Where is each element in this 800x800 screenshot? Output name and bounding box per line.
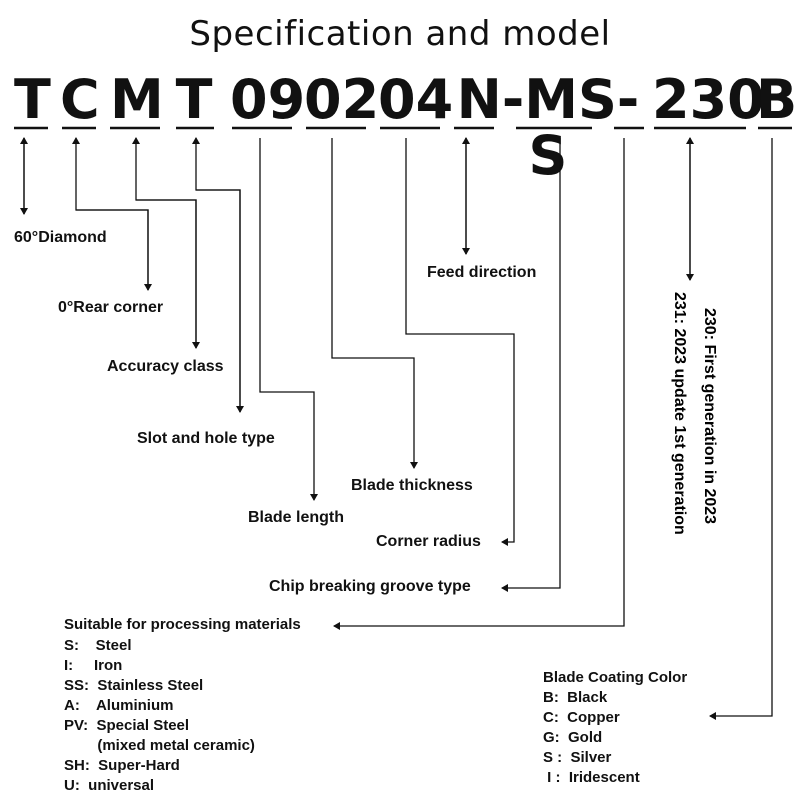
coating-item-copper: C: Copper (543, 709, 620, 726)
materials-item-steel: S: Steel (64, 637, 132, 654)
materials-item-iron: I: Iron (64, 657, 123, 674)
label-rear-corner: 0°Rear corner (58, 299, 164, 316)
leader-rear-corner (72, 137, 149, 290)
materials-item-super-hard: SH: Super-Hard (64, 757, 180, 774)
coating-item-black: B: Black (543, 689, 608, 706)
label-blade-thickness: Blade thickness (351, 477, 473, 494)
diagram-title: Specification and model (189, 14, 611, 54)
label-generation-231: 231: 2023 update 1st generation (671, 292, 688, 535)
leader-materials (333, 138, 625, 630)
code-segment-02: 02 (304, 68, 380, 131)
materials-item-special-steel: PV: Special Steel (64, 717, 190, 734)
coating-item-iridescent: I : Iridescent (543, 769, 640, 786)
code-segment-04: 04 (378, 68, 454, 131)
code-segment-m: M (110, 68, 164, 131)
leader-slot-hole-down (196, 189, 244, 413)
label-blade-length: Blade length (248, 509, 345, 526)
code-segment-230: 230 (652, 68, 765, 131)
leader-blade-thickness (331, 138, 418, 469)
code-segment-t1: T (14, 68, 51, 131)
materials-item-cermet-note: (mixed metal ceramic) (64, 737, 255, 754)
label-corner-radius: Corner radius (376, 533, 481, 550)
code-segment-b: B (756, 68, 798, 131)
label-generation-230: 230: First generation in 2023 (701, 308, 718, 525)
materials-list: S: Steel I: Iron SS: Stainless Steel A: … (64, 636, 255, 796)
leader-corner-radius (405, 138, 515, 546)
label-accuracy-class: Accuracy class (107, 358, 224, 375)
coating-heading: Blade Coating Color (543, 669, 688, 686)
materials-item-aluminium: A: Aluminium (64, 697, 174, 714)
code-segment-t2: T (175, 68, 213, 131)
leader-coating (709, 138, 773, 720)
leader-chip-groove (501, 138, 561, 592)
leader-accuracy-down (136, 199, 200, 349)
coating-list: B: Black C: Copper G: Gold S : Silver I … (543, 688, 640, 788)
label-feed-direction: Feed direction (427, 264, 537, 281)
leader-rear-corner-down (76, 209, 152, 291)
label-diamond: 60°Diamond (14, 229, 107, 246)
label-slot-hole-type: Slot and hole type (137, 430, 275, 447)
leader-blade-length (259, 138, 318, 501)
code-segment-nmss: N-MS-S (456, 68, 640, 187)
materials-item-universal: U: universal (64, 777, 155, 794)
code-segment-c: C (60, 68, 100, 131)
label-chip-groove-type: Chip breaking groove type (269, 578, 471, 595)
materials-heading: Suitable for processing materials (64, 616, 301, 633)
code-segment-09: 09 (230, 68, 306, 131)
materials-item-stainless: SS: Stainless Steel (64, 677, 204, 694)
coating-item-gold: G: Gold (543, 729, 603, 746)
coating-item-silver: S : Silver (543, 749, 612, 766)
